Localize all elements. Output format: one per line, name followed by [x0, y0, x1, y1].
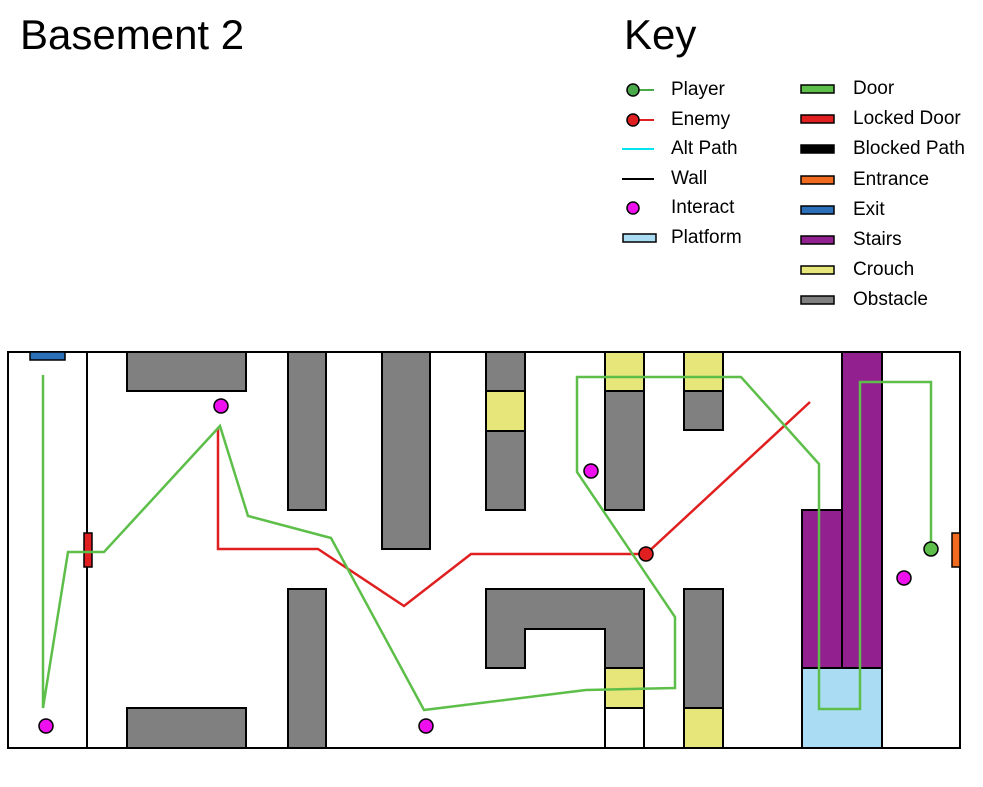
- legend-symbol-stairs: [800, 235, 835, 245]
- interact-point[interactable]: [38, 718, 54, 734]
- legend-symbol-wall: [622, 177, 654, 180]
- legend-symbol-entrance: [800, 174, 835, 185]
- obstacle-u-shape: [485, 588, 645, 669]
- legend-item-entrance: Entrance: [798, 168, 929, 192]
- legend-symbol-crouch: [800, 265, 835, 275]
- legend-symbol-exit: [800, 205, 835, 215]
- legend-symbol-interact: [626, 201, 640, 215]
- obstacle: [126, 707, 247, 749]
- legend-label: Player: [671, 79, 725, 100]
- legend-item-alt-path: Alt Path: [620, 137, 738, 161]
- legend-item-locked-door: Locked Door: [798, 107, 961, 131]
- legend-item-wall: Wall: [620, 167, 707, 191]
- obstacle: [604, 390, 645, 511]
- obstacle: [287, 588, 327, 749]
- legend-label: Interact: [671, 197, 735, 218]
- legend-label: Enemy: [671, 108, 731, 130]
- legend-item-crouch: Crouch: [798, 258, 914, 282]
- crouch-zone: [485, 390, 526, 432]
- entrance-door: [951, 532, 961, 568]
- legend-symbol-platform: [622, 232, 657, 243]
- obstacles: [126, 351, 724, 749]
- legend-symbol-enemy: [626, 112, 654, 127]
- stairs-right: [841, 351, 883, 669]
- map-title: Basement 2: [20, 11, 245, 58]
- obstacle: [485, 351, 526, 392]
- legend-symbol-door: [800, 84, 835, 94]
- stairs-left: [801, 509, 843, 669]
- legend-label: Door: [853, 78, 895, 99]
- legend-item-stairs: Stairs: [798, 228, 902, 252]
- legend-item-door: Door: [798, 77, 894, 101]
- crouch-zone: [683, 351, 724, 392]
- enemy-marker[interactable]: [638, 546, 654, 562]
- obstacle: [381, 351, 431, 550]
- obstacle: [683, 390, 724, 431]
- legend-symbol-locked-door: [800, 114, 835, 124]
- legend-label: Stairs: [853, 229, 902, 250]
- legend-symbol-player: [626, 83, 654, 97]
- interact-point[interactable]: [213, 398, 229, 414]
- crouch-zone: [604, 351, 645, 392]
- legend-symbol-alt-path: [622, 148, 654, 150]
- interact-point[interactable]: [418, 718, 434, 734]
- obstacle: [683, 588, 724, 709]
- legend-item-exit: Exit: [798, 198, 885, 222]
- player-marker[interactable]: [923, 541, 939, 557]
- obstacle: [485, 430, 526, 511]
- interact-points: [38, 398, 912, 734]
- legend-item-interact: Interact: [620, 196, 734, 220]
- legend-label: Alt Path: [671, 138, 738, 159]
- legend-item-enemy: Enemy: [620, 108, 730, 132]
- legend-label: Platform: [671, 226, 742, 248]
- player-path: [41, 375, 933, 712]
- legend-title: Key: [624, 11, 697, 58]
- legend-label: Blocked Path: [853, 138, 965, 160]
- legend-symbol-obstacle: [800, 295, 835, 306]
- legend-label: Exit: [853, 198, 885, 220]
- interact-point[interactable]: [583, 463, 599, 479]
- legend-label: Obstacle: [853, 289, 928, 311]
- legend-item-platform: Platform: [620, 226, 742, 250]
- legend-label: Entrance: [853, 168, 930, 190]
- legend-item-player: Player: [620, 78, 725, 102]
- legend-label: Crouch: [853, 259, 915, 281]
- crouch-zone: [683, 707, 724, 749]
- obstacle: [126, 351, 247, 392]
- interact-point[interactable]: [896, 570, 912, 586]
- legend-label: Locked Door: [853, 108, 961, 130]
- legend-symbol-blocked-path: [800, 144, 835, 155]
- obstacle: [287, 351, 327, 511]
- locked-door: [83, 532, 93, 568]
- legend-item-blocked-path: Blocked Path: [798, 137, 965, 161]
- exit-door: [29, 351, 66, 361]
- legend-label: Wall: [671, 167, 708, 189]
- legend-item-obstacle: Obstacle: [798, 288, 928, 312]
